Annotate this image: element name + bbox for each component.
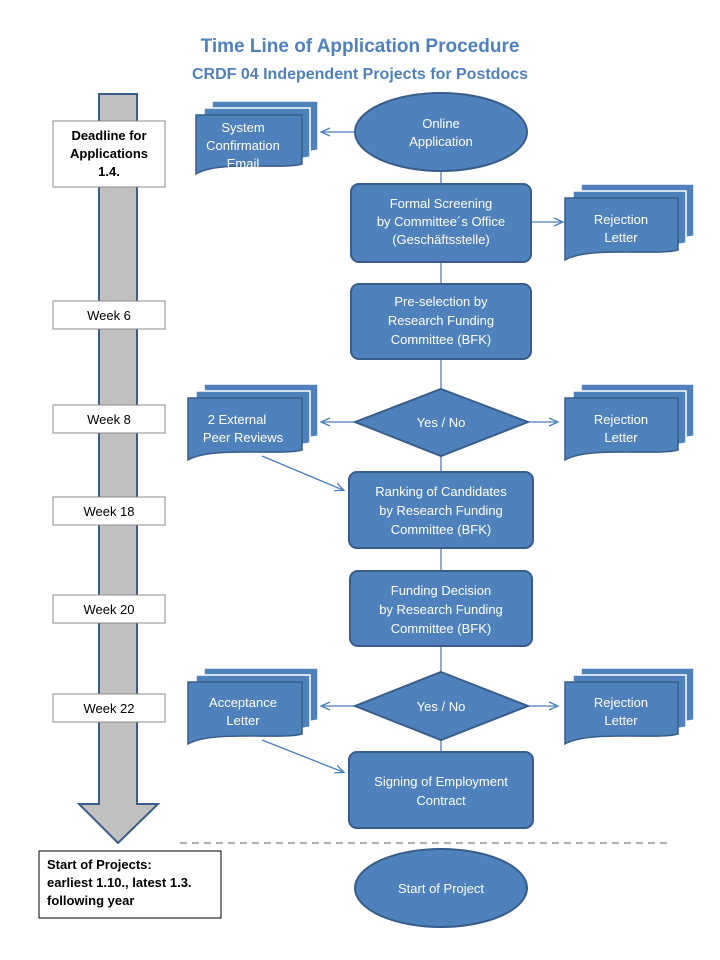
node-pre-selection: Pre-selection by Research Funding Commit…: [350, 283, 532, 360]
node-acceptance-letter: Acceptance Letter: [187, 667, 319, 746]
preselection-line-1: Pre-selection by: [394, 294, 488, 309]
decision-1-label: Yes / No: [417, 415, 466, 430]
rejection-3-line-2: Letter: [604, 713, 638, 728]
week-20-label: Week 20: [83, 602, 134, 617]
connector-acceptance-to-signing: [261, 739, 343, 772]
node-ranking-of-candidates: Ranking of Candidates by Research Fundin…: [348, 471, 534, 549]
preselection-line-3: Committee (BFK): [391, 332, 491, 347]
node-external-peer-reviews: 2 External Peer Reviews: [187, 383, 319, 462]
signing-line-1: Signing of Employment: [374, 774, 508, 789]
rejection-2-line-1: Rejection: [594, 412, 648, 427]
ranking-line-1: Ranking of Candidates: [375, 484, 507, 499]
acceptance-line-1: Acceptance: [209, 695, 277, 710]
formal-screening-line-3: (Geschäftsstelle): [392, 232, 490, 247]
week-8-label: Week 8: [87, 412, 131, 427]
system-email-line-1: System: [221, 120, 264, 135]
rejection-2-line-2: Letter: [604, 430, 638, 445]
deadline-line-2: Applications: [70, 146, 148, 161]
start-line-2: earliest 1.10., latest 1.3.: [47, 875, 192, 890]
start-line-1: Start of Projects:: [47, 857, 152, 872]
formal-screening-line-2: by Committee´s Office: [377, 214, 505, 229]
node-decision-1: Yes / No: [352, 387, 531, 458]
timeline-week-18: Week 18: [52, 496, 166, 526]
node-rejection-letter-3: Rejection Letter: [564, 667, 695, 746]
start-of-project-label: Start of Project: [398, 881, 484, 896]
diagram-subtitle: CRDF 04 Independent Projects for Postdoc…: [192, 66, 528, 83]
signing-line-2: Contract: [416, 793, 466, 808]
node-funding-decision: Funding Decision by Research Funding Com…: [349, 570, 533, 647]
node-formal-screening: Formal Screening by Committee´s Office (…: [350, 183, 532, 263]
system-email-line-3: Email: [227, 156, 260, 171]
connectors: [261, 132, 562, 772]
online-application-line-2: Application: [409, 134, 473, 149]
funding-decision-line-1: Funding Decision: [391, 583, 491, 598]
node-decision-2: Yes / No: [352, 670, 531, 742]
node-online-application: Online Application: [354, 92, 528, 172]
ranking-line-2: by Research Funding: [379, 503, 503, 518]
timeline-week-8: Week 8: [52, 404, 166, 434]
rejection-3-line-1: Rejection: [594, 695, 648, 710]
rejection-1-line-2: Letter: [604, 230, 638, 245]
week-6-label: Week 6: [87, 308, 131, 323]
node-system-confirmation-email: System Confirmation Email: [195, 100, 319, 176]
acceptance-line-2: Letter: [226, 713, 260, 728]
timeline-deadline: Deadline for Applications 1.4.: [52, 120, 166, 188]
preselection-line-2: Research Funding: [388, 313, 494, 328]
peer-reviews-line-2: Peer Reviews: [203, 430, 284, 445]
node-start-of-project: Start of Project: [354, 848, 528, 928]
online-application-line-1: Online: [422, 116, 460, 131]
start-line-3: following year: [47, 893, 134, 908]
timeline-arrow: [76, 93, 161, 845]
funding-decision-line-3: Committee (BFK): [391, 621, 491, 636]
deadline-line-1: Deadline for: [71, 128, 146, 143]
system-email-line-2: Confirmation: [206, 138, 280, 153]
timeline-week-22: Week 22: [52, 693, 166, 723]
week-18-label: Week 18: [83, 504, 134, 519]
ranking-line-3: Committee (BFK): [391, 522, 491, 537]
node-rejection-letter-2: Rejection Letter: [564, 383, 695, 462]
deadline-line-3: 1.4.: [98, 164, 120, 179]
node-signing-contract: Signing of Employment Contract: [348, 751, 534, 829]
funding-decision-line-2: by Research Funding: [379, 602, 503, 617]
rejection-1-line-1: Rejection: [594, 212, 648, 227]
week-22-label: Week 22: [83, 701, 134, 716]
diagram-title: Time Line of Application Procedure: [201, 36, 520, 57]
timeline-week-20: Week 20: [52, 594, 166, 624]
peer-reviews-line-1: 2 External: [208, 412, 267, 427]
connector-reviews-to-ranking: [261, 455, 343, 490]
formal-screening-line-1: Formal Screening: [390, 196, 493, 211]
decision-2-label: Yes / No: [417, 699, 466, 714]
timeline-week-6: Week 6: [52, 300, 166, 330]
timeline-start-of-projects: Start of Projects: earliest 1.10., lates…: [38, 850, 222, 919]
node-rejection-letter-1: Rejection Letter: [564, 183, 695, 262]
